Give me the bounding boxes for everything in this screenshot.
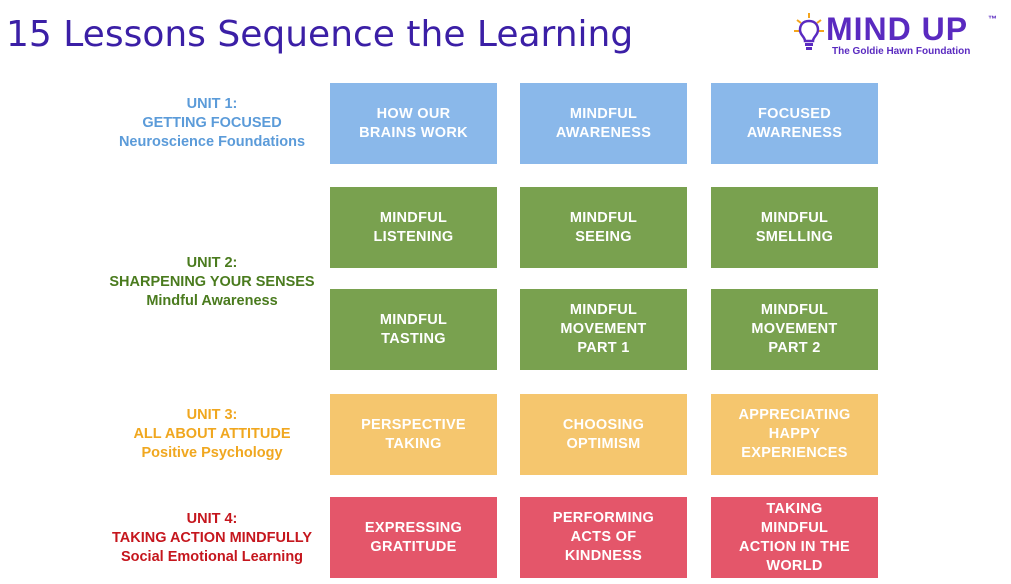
- unit-4-label: UNIT 4: TAKING ACTION MINDFULLY Social E…: [62, 510, 362, 567]
- mindup-logo: MIND UP ™ The Goldie Hawn Foundation: [792, 10, 1004, 60]
- page-title: 15 Lessons Sequence the Learning: [6, 14, 634, 55]
- lesson-tile: APPRECIATING HAPPY EXPERIENCES: [711, 394, 878, 475]
- unit-1-number: UNIT 1:: [186, 96, 238, 112]
- lesson-tile: FOCUSED AWARENESS: [711, 83, 878, 164]
- unit-2-title: SHARPENING YOUR SENSES: [109, 274, 315, 290]
- logo-subtitle: The Goldie Hawn Foundation: [832, 46, 971, 57]
- unit-1-label: UNIT 1: GETTING FOCUSED Neuroscience Fou…: [62, 95, 362, 152]
- lesson-label: PERSPECTIVE TAKING: [361, 416, 466, 452]
- unit-4-title: TAKING ACTION MINDFULLY: [111, 530, 313, 546]
- lesson-tile: MINDFUL LISTENING: [330, 187, 497, 268]
- lesson-tile: EXPRESSING GRATITUDE: [330, 497, 497, 578]
- lightbulb-icon: [794, 13, 824, 50]
- unit-3-label: UNIT 3: ALL ABOUT ATTITUDE Positive Psyc…: [62, 406, 362, 463]
- unit-2-label: UNIT 2: SHARPENING YOUR SENSES Mindful A…: [62, 254, 362, 311]
- lesson-label: MINDFUL LISTENING: [373, 209, 454, 245]
- lesson-label: FOCUSED AWARENESS: [746, 105, 843, 141]
- lesson-tile: CHOOSING OPTIMISM: [520, 394, 687, 475]
- lesson-label: HOW OUR BRAINS WORK: [359, 105, 468, 141]
- unit-3-number: UNIT 3:: [186, 407, 238, 423]
- lesson-label: MINDFUL SMELLING: [755, 209, 834, 245]
- unit-3-title: ALL ABOUT ATTITUDE: [133, 426, 291, 442]
- lesson-label: CHOOSING OPTIMISM: [562, 416, 645, 452]
- unit-4-number: UNIT 4:: [186, 511, 238, 527]
- unit-1-subtitle: Neuroscience Foundations: [118, 134, 306, 150]
- logo-word: MIND UP: [826, 11, 969, 47]
- lesson-label: MINDFUL TASTING: [379, 311, 448, 347]
- lesson-tile: MINDFUL AWARENESS: [520, 83, 687, 164]
- lesson-tile: PERSPECTIVE TAKING: [330, 394, 497, 475]
- lesson-label: APPRECIATING HAPPY EXPERIENCES: [738, 407, 851, 461]
- lesson-tile: MINDFUL SMELLING: [711, 187, 878, 268]
- lesson-tile: PERFORMING ACTS OF KINDNESS: [520, 497, 687, 578]
- unit-4-subtitle: Social Emotional Learning: [120, 549, 304, 565]
- lesson-tile: HOW OUR BRAINS WORK: [330, 83, 497, 164]
- lesson-label: MINDFUL MOVEMENT PART 1: [560, 302, 647, 356]
- lesson-tile: MINDFUL TASTING: [330, 289, 497, 370]
- lesson-label: MINDFUL SEEING: [569, 209, 638, 245]
- lesson-tile: MINDFUL MOVEMENT PART 1: [520, 289, 687, 370]
- lesson-label: EXPRESSING GRATITUDE: [364, 519, 463, 555]
- trademark-mark: ™: [988, 14, 997, 24]
- lesson-tile: TAKING MINDFUL ACTION IN THE WORLD: [711, 497, 878, 578]
- unit-3-subtitle: Positive Psychology: [141, 445, 283, 461]
- unit-2-subtitle: Mindful Awareness: [146, 293, 278, 309]
- lesson-tile: MINDFUL MOVEMENT PART 2: [711, 289, 878, 370]
- unit-2-number: UNIT 2:: [186, 255, 238, 271]
- lesson-label: TAKING MINDFUL ACTION IN THE WORLD: [738, 500, 851, 574]
- lesson-tile: MINDFUL SEEING: [520, 187, 687, 268]
- unit-1-title: GETTING FOCUSED: [142, 115, 282, 131]
- lesson-label: PERFORMING ACTS OF KINDNESS: [552, 510, 655, 564]
- lesson-label: MINDFUL MOVEMENT PART 2: [751, 302, 838, 356]
- lesson-label: MINDFUL AWARENESS: [555, 105, 652, 141]
